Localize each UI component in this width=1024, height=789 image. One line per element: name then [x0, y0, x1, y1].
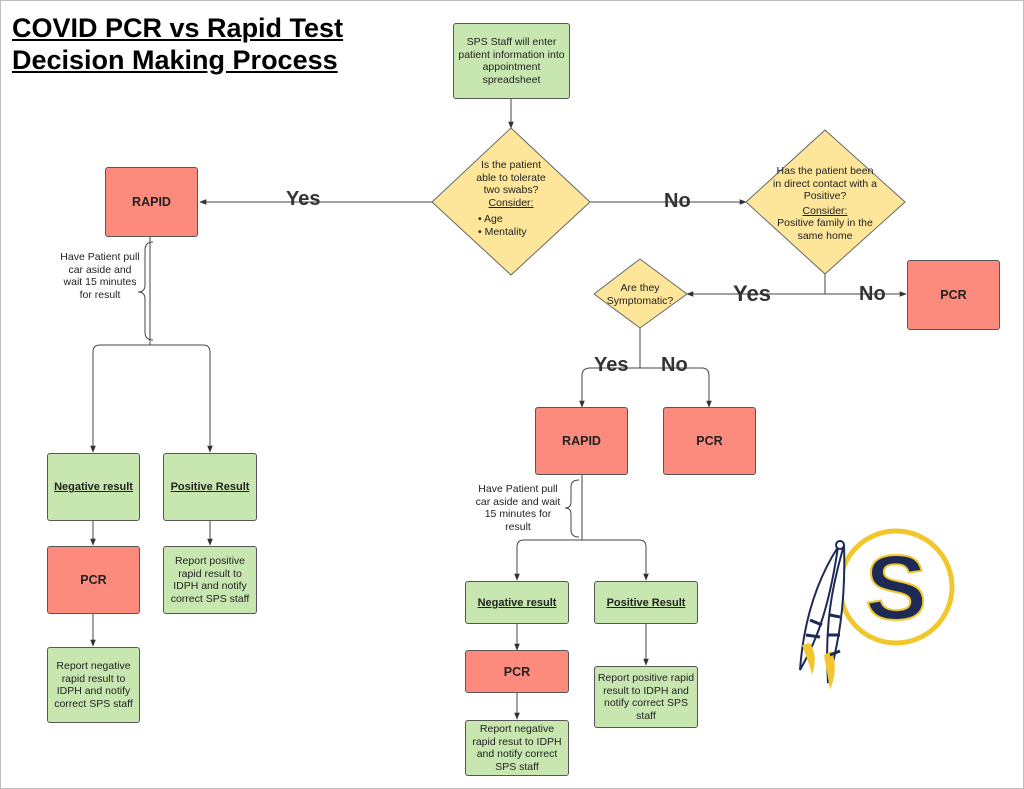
start-text: SPS Staff will enter patient information…	[458, 36, 565, 86]
negative-result-box-left: Negative result	[47, 453, 140, 521]
decision-contact-question: Has the patient been in direct contact w…	[773, 165, 877, 202]
connector-left-rapid-split	[90, 237, 151, 453]
rapid-label-left: RAPID	[132, 195, 171, 209]
left-wait-note: Have Patient pull car aside and wait 15 …	[60, 251, 140, 301]
right-wait-note: Have Patient pull car aside and wait 15 …	[475, 483, 561, 533]
bullet-mentality: Mentality	[484, 226, 527, 238]
pcr-label-contact-no: PCR	[940, 288, 967, 302]
report-negative-box-right: Report negative rapid resut to IDPH and …	[465, 720, 569, 776]
report-negative-text-right: Report negative rapid resut to IDPH and …	[472, 723, 562, 773]
decision-diamond-swabs	[431, 127, 591, 276]
decision-swabs-bullet-1: • Age	[478, 213, 503, 225]
pcr-box-contact-no: PCR	[907, 260, 1000, 330]
report-negative-text-left: Report negative rapid result to IDPH and…	[54, 660, 133, 710]
decision-diamond-contact	[745, 129, 906, 275]
decision-diamond-symptomatic	[593, 258, 688, 329]
start-box: SPS Staff will enter patient information…	[453, 23, 570, 99]
connector-right-rapid-positive	[582, 539, 649, 581]
label-yes-contact: Yes	[733, 281, 771, 306]
negative-result-box-right: Negative result	[465, 581, 569, 624]
pcr-label-right: PCR	[503, 664, 531, 679]
pcr-box-left: PCR	[47, 546, 140, 614]
negative-result-label-left: Negative result	[54, 481, 133, 493]
pcr-box-right: PCR	[465, 650, 569, 693]
report-positive-box-right: Report positive rapid result to IDPH and…	[594, 666, 698, 728]
report-positive-text-left: Report positive rapid result to IDPH and…	[170, 555, 250, 605]
rapid-box-right: RAPID	[535, 407, 628, 475]
connector-q3-no	[640, 367, 712, 408]
pcr-label-left: PCR	[80, 573, 107, 587]
decision-swabs-bullet-2: • Mentality	[478, 226, 527, 238]
label-yes-swabs: Yes	[286, 188, 321, 210]
positive-result-box-right: Positive Result	[594, 581, 698, 624]
report-positive-text-right: Report positive rapid result to IDPH and…	[597, 672, 695, 722]
label-no-contact: No	[859, 283, 886, 305]
pcr-label-not-symptomatic: PCR	[696, 434, 723, 448]
label-yes-symptomatic: Yes	[594, 354, 629, 376]
negative-result-label-right: Negative result	[477, 596, 557, 609]
pcr-box-not-symptomatic: PCR	[663, 407, 756, 475]
left-note-brace	[137, 241, 154, 341]
report-positive-box-left: Report positive rapid result to IDPH and…	[163, 546, 257, 614]
decision-swabs-consider: Consider:	[488, 197, 534, 209]
positive-result-label-left: Positive Result	[170, 481, 250, 493]
title-line-1: COVID PCR vs Rapid Test	[12, 13, 344, 43]
label-no-swabs: No	[664, 190, 691, 212]
connector-q3-yes	[579, 328, 641, 408]
logo-letter: S	[865, 537, 926, 639]
feather-icon	[799, 540, 846, 690]
school-logo: S	[799, 528, 955, 690]
rapid-label-right: RAPID	[562, 434, 601, 448]
right-note-brace	[564, 479, 580, 538]
decision-swabs-question: Is the patient able to tolerate two swab…	[476, 159, 546, 196]
rapid-box-left: RAPID	[105, 167, 198, 237]
connector-right-rapid-split	[514, 475, 583, 581]
title-line-2: Decision Making Process	[12, 45, 338, 75]
positive-result-label-right: Positive Result	[606, 596, 686, 609]
decision-symptomatic-question: Are they Symptomatic?	[606, 282, 674, 307]
positive-result-box-left: Positive Result	[163, 453, 257, 521]
label-no-symptomatic: No	[661, 354, 688, 376]
report-negative-box-left: Report negative rapid result to IDPH and…	[47, 647, 140, 723]
bullet-age: Age	[484, 213, 503, 225]
decision-contact-consider: Consider:	[802, 205, 848, 217]
decision-contact-detail: Positive family in the same home	[777, 217, 873, 242]
connector-left-rapid-positive	[150, 344, 213, 453]
